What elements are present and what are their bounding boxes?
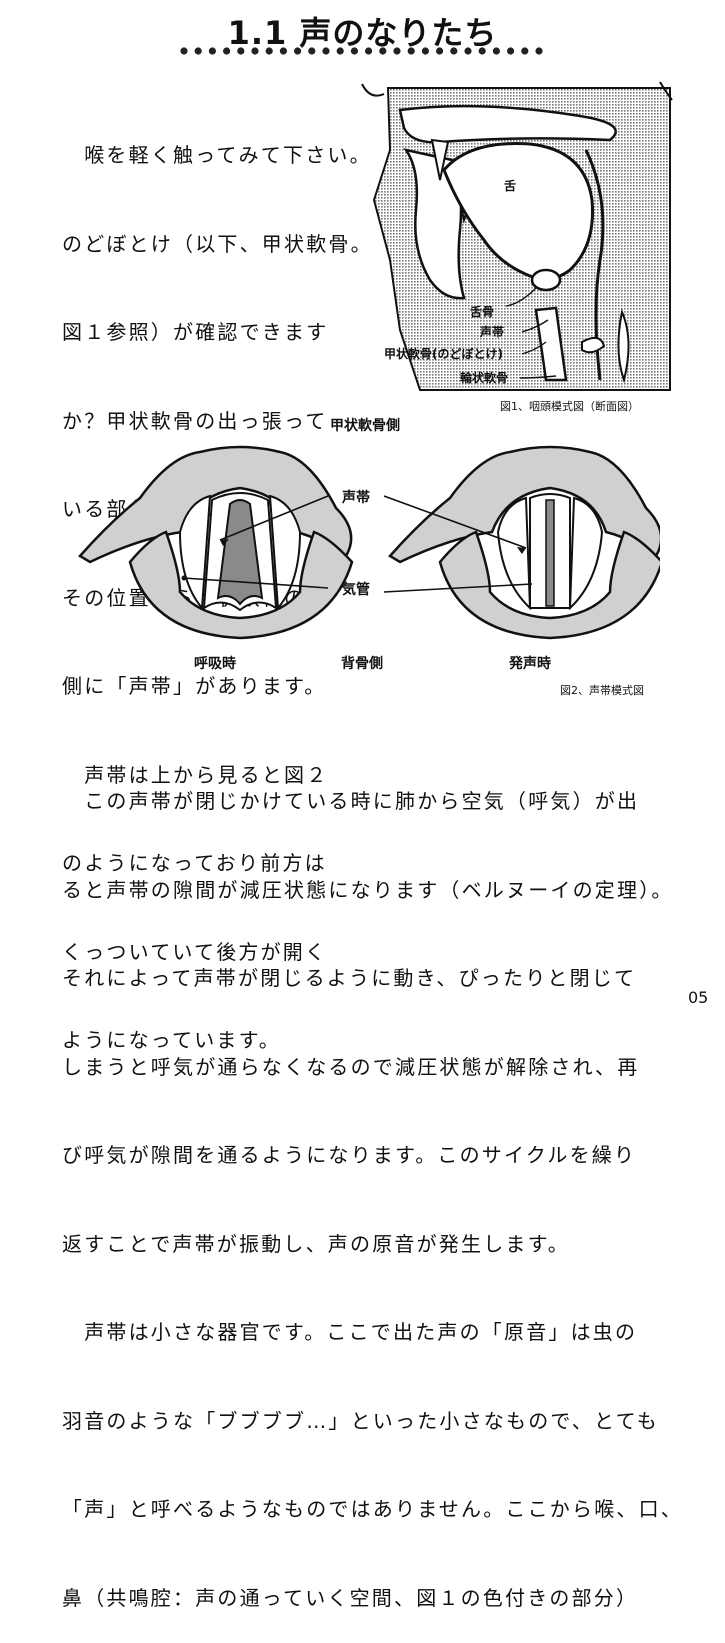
title-dot [436, 47, 444, 55]
title-dot [223, 47, 231, 55]
title-dot [350, 47, 358, 55]
label-thyroid: 甲状軟骨(のどぼとけ) [384, 346, 503, 361]
body-line: それによって声帯が閉じるように動き、ぴったりと閉じて [62, 966, 637, 990]
title-dot [393, 47, 401, 55]
cricoid-ring-left [128, 530, 354, 640]
label-cricoid: 輪状軟骨 [460, 370, 508, 385]
title-dot [237, 47, 245, 55]
title-dot [379, 47, 387, 55]
glottis-closed [545, 499, 555, 607]
trachea-pointer-dot [181, 575, 187, 581]
label-vocal-cords: 声帯 [479, 324, 504, 339]
title-dot [535, 47, 543, 55]
figure1-leader-lines [505, 287, 557, 379]
title-dot [251, 47, 259, 55]
intro-line: 側に「声帯」があります。 [62, 674, 327, 698]
label-trachea: 気管 [342, 581, 370, 598]
thyroid-ring-right [388, 445, 660, 564]
intro-line: 声帯は上から見ると図２ [62, 762, 329, 787]
figure2-leader-lines [183, 495, 533, 593]
title-dot [521, 47, 529, 55]
pharynx-diagram: 舌 舌骨 声帯 甲状軟骨(のどぼとけ) 輪状軟骨 [361, 81, 673, 391]
intro-line: のどぼとけ（以下、甲状軟骨。 [62, 231, 373, 256]
page-number: 05 [688, 988, 709, 1007]
ventricular-fold-right [268, 494, 302, 611]
title-dot [180, 47, 188, 55]
body-line: び呼気が隙間を通るようになります。このサイクルを繰り [62, 1143, 637, 1167]
intro-line: か？甲状軟骨の出っ張って [62, 408, 328, 433]
title-dot [421, 47, 429, 55]
hyoid-bone [530, 268, 562, 292]
page-title: 1.1 声のなりたち [227, 14, 498, 52]
title-dot [308, 47, 316, 55]
body-line: ると声帯の隙間が減圧状態になります（ベルヌーイの定理）。 [62, 877, 674, 902]
intro-line: くっついていて後方が開く [62, 939, 328, 964]
title-dot [365, 47, 373, 55]
body-line: 羽音のような「ブブブブ…」といった小さなもので、とても [62, 1408, 659, 1433]
arytenoid [581, 336, 606, 354]
title-underline-dots [180, 47, 543, 55]
label-hyoid: 舌骨 [470, 304, 494, 319]
title-dot [478, 47, 486, 55]
vocal-cords-phonation [388, 445, 660, 640]
vocal-cords-breathing [78, 445, 354, 640]
vocal-cords-diagram: 甲状軟骨側 声帯 気管 呼吸時 背骨側 発声時 [78, 417, 660, 672]
body-line: 返すことで声帯が振動し、声の原音が発生します。 [62, 1231, 570, 1256]
title-dot [464, 47, 472, 55]
title-dot [492, 47, 500, 55]
body-line: しまうと呼気が通らなくなるので減圧状態が解除され、再 [62, 1054, 640, 1079]
tongue-shape [442, 142, 595, 281]
body-line: 「声」と呼べるようなものではありません。ここから喉、口、 [62, 1497, 683, 1521]
body-line: この声帯が閉じかけている時に肺から空気（呼気）が出 [62, 789, 640, 813]
figure1-caption: 図1、咽頭模式図（断面図） [500, 400, 639, 413]
title-dot [407, 47, 415, 55]
palate-and-jaw [398, 104, 617, 300]
label-vocal-cords-2: 声帯 [341, 489, 370, 506]
thyroid-cartilage [534, 306, 568, 382]
title-dot [450, 47, 458, 55]
title-dot [322, 47, 330, 55]
cricoid-ring-right [438, 530, 660, 640]
title-dot [336, 47, 344, 55]
body-line: 声帯は小さな器官です。ここで出た声の「原音」は虫の [62, 1320, 638, 1344]
body-line: 鼻（共鳴腔：声の通っていく空間、図１の色付きの部分） [62, 1585, 639, 1610]
arrowhead-left [220, 539, 229, 546]
label-breathing: 呼吸時 [194, 655, 236, 672]
figure2-caption: 図2、声帯模式図 [560, 684, 644, 697]
title-dot [265, 47, 273, 55]
title-dot [294, 47, 302, 55]
glottis-open [216, 499, 264, 606]
intro-line: のようになっており前方は [62, 851, 327, 875]
label-thyroid-side: 甲状軟骨側 [330, 417, 400, 434]
label-tongue: 舌 [504, 178, 516, 193]
title-dot [507, 47, 515, 55]
intro-line: 喉を軽く触ってみて下さい。 [62, 143, 372, 167]
label-phonation: 発声時 [508, 655, 551, 672]
arrowhead-right [517, 547, 526, 554]
title-dot [279, 47, 287, 55]
intro-line: 図１参照）が確認できます [62, 320, 329, 344]
label-spine-side: 背骨側 [341, 655, 383, 672]
body-paragraph: この声帯が閉じかけている時に肺から空気（呼気）が出 ると声帯の隙間が減圧状態にな… [62, 728, 683, 1643]
vertebra [617, 308, 630, 384]
title-dot [194, 47, 202, 55]
title-dot [208, 47, 216, 55]
